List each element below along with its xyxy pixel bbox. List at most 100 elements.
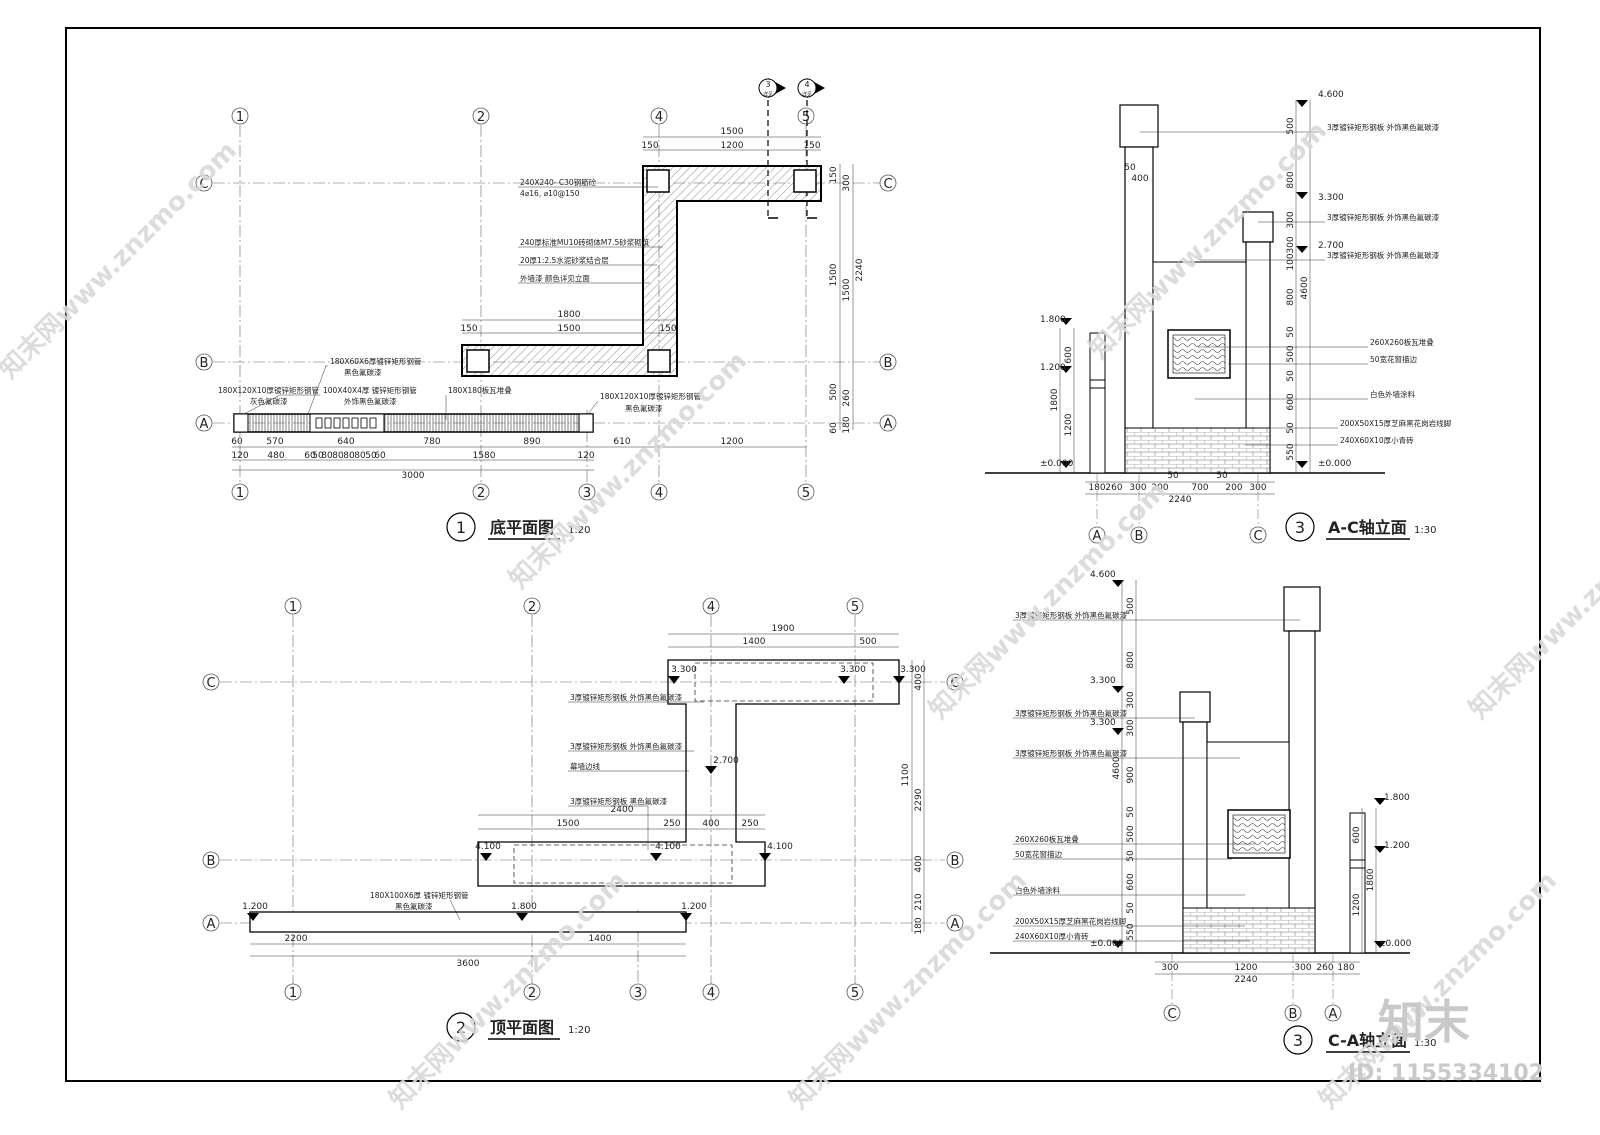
axis-c-label: C xyxy=(199,177,208,192)
dim-1200: 1200 xyxy=(721,141,744,151)
section-marker-sub: 详见 xyxy=(802,91,812,98)
dim-120: 120 xyxy=(231,451,248,461)
dim-1500: 1500 xyxy=(829,263,839,286)
note-tube1b: 黑色氟碳漆 xyxy=(344,367,382,377)
view-scale: 1:30 xyxy=(1414,1038,1436,1049)
view-title: 底平面图 xyxy=(490,518,554,537)
dim-180: 180 xyxy=(914,917,924,934)
level-4600: 4.600 xyxy=(1090,570,1116,580)
dim-480: 480 xyxy=(267,451,284,461)
axis-a-label: A xyxy=(200,417,209,432)
axis-b-label: B xyxy=(1289,1007,1298,1022)
elevation-c-a: 3厚镀锌矩形钢板 外饰黑色氟碳漆 3厚镀锌矩形钢板 外饰黑色氟碳漆 3厚镀锌矩形… xyxy=(990,570,1436,1055)
note: 3厚镀锌矩形钢板 外饰黑色氟碳漆 xyxy=(570,741,683,751)
level-zero: ±0.000 xyxy=(1090,939,1124,949)
watermark: 知末网www.znzmo.com xyxy=(784,866,1033,1115)
level-3300: 3.300 xyxy=(1090,676,1116,686)
level-2700: 2.700 xyxy=(1318,241,1344,251)
note: 黑色氟碳漆 xyxy=(395,901,433,911)
dim: 900 xyxy=(1126,766,1136,783)
dim-80: 80 xyxy=(332,451,344,461)
axis-2-label: 2 xyxy=(477,486,485,501)
axis-2-label: 2 xyxy=(477,110,485,125)
level-mark: 4.100 xyxy=(655,842,681,852)
dim: 50 xyxy=(1216,471,1228,481)
axis-c-label: C xyxy=(206,676,215,691)
dim-2240: 2240 xyxy=(855,258,865,281)
dim: 1200 xyxy=(1352,893,1362,916)
note-plaster: 20厚1:2.5水泥砂浆结合层 xyxy=(520,255,609,265)
note: 3厚镀锌矩形钢板 外饰黑色氟碳漆 xyxy=(1015,610,1128,620)
dim: 300 xyxy=(1126,691,1136,708)
note-tube4: 180X120X10厚镀锌矩形钢管 xyxy=(600,391,701,401)
dim-640: 640 xyxy=(337,437,354,447)
note: 3厚镀锌矩形钢板 外饰黑色氟碳漆 xyxy=(1015,708,1128,718)
roof-outline xyxy=(477,659,900,887)
column xyxy=(647,349,671,373)
dim-250: 250 xyxy=(741,819,758,829)
note: 幕墙边线 xyxy=(570,761,600,771)
axis-1-label: 1 xyxy=(289,600,297,615)
level-3300: 3.300 xyxy=(1090,718,1116,728)
axis-1-label: 1 xyxy=(236,486,244,501)
axis-a-label: A xyxy=(884,417,893,432)
dim: 700 xyxy=(1191,483,1208,493)
dim-2200: 2200 xyxy=(285,934,308,944)
dim: 1800 xyxy=(1366,868,1376,891)
dim: 300 xyxy=(1294,963,1311,973)
dim-1500: 1500 xyxy=(558,324,581,334)
dim: 500 xyxy=(1286,345,1296,362)
dim-1400: 1400 xyxy=(743,637,766,647)
dim-400: 400 xyxy=(914,673,924,690)
dim: 550 xyxy=(1126,923,1136,940)
dim: 260 xyxy=(1316,963,1333,973)
level-mark: 4.100 xyxy=(767,842,793,852)
level-mark: 4.100 xyxy=(475,842,501,852)
rail-top xyxy=(249,911,687,933)
level-4600: 4.600 xyxy=(1318,90,1344,100)
axis-b-label: B xyxy=(207,854,216,869)
note-tube4b: 黑色氟碳漆 xyxy=(625,403,663,413)
view-number: 2 xyxy=(456,1018,466,1037)
note-tube2: 180X120X10厚镀锌矩形钢管 xyxy=(218,385,319,395)
note-tube1: 180X60X6厚镀锌矩形钢管 xyxy=(330,356,422,366)
axis-5-label: 5 xyxy=(802,486,810,501)
dim-80: 80 xyxy=(343,451,355,461)
dim: 50 xyxy=(1124,163,1136,173)
dim-80: 80 xyxy=(354,451,366,461)
level-mark: 1.800 xyxy=(511,902,537,912)
dim: 600 xyxy=(1126,873,1136,890)
level-1200: 1.200 xyxy=(1384,841,1410,851)
note: 50宽花窗描边 xyxy=(1015,849,1063,859)
dim: 400 xyxy=(1131,174,1148,184)
note: 白色外墙涂料 xyxy=(1370,389,1415,399)
dim-60: 60 xyxy=(304,451,316,461)
dim-500: 500 xyxy=(859,637,876,647)
note: 3厚镀锌矩形钢板 外饰黑色氟碳漆 xyxy=(1327,122,1440,132)
dim-2400: 2400 xyxy=(611,805,634,815)
axis-c-label: C xyxy=(1253,529,1262,544)
dim-1200: 1200 xyxy=(721,437,744,447)
note: 50宽花窗描边 xyxy=(1370,354,1418,364)
dim: 1800 xyxy=(1050,388,1060,411)
dim-250: 250 xyxy=(663,819,680,829)
dim-300: 300 xyxy=(842,174,852,191)
axis-c-label: C xyxy=(1167,1007,1176,1022)
note-wall: 240厚标准MU10砖砌体M7.5砂浆砌筑 xyxy=(520,237,650,247)
note-finish: 外墙漆 颜色详见立面 xyxy=(520,273,590,283)
view-number: 1 xyxy=(456,518,466,537)
dim: 2240 xyxy=(1169,495,1192,505)
dim: 500 xyxy=(1126,597,1136,614)
dim: 1200 xyxy=(1235,963,1258,973)
view-number: 3 xyxy=(1293,1031,1303,1050)
section-markers: 3 详见 4 详见 xyxy=(758,78,825,219)
elevation-a-c: 3厚镀锌矩形钢板 外饰黑色氟碳漆 3厚镀锌矩形钢板 外饰黑色氟碳漆 3厚镀锌矩形… xyxy=(985,90,1451,544)
sheet-border xyxy=(65,27,1541,1082)
axis-5-label: 5 xyxy=(802,110,810,125)
note: 260X260板瓦堆叠 xyxy=(1015,834,1079,844)
z-wall xyxy=(461,165,822,377)
watermark: 知末网www.znzmo.com xyxy=(1464,476,1600,725)
watermark: 知末网www.znzmo.com xyxy=(0,136,243,385)
dim-1800: 1800 xyxy=(558,310,581,320)
